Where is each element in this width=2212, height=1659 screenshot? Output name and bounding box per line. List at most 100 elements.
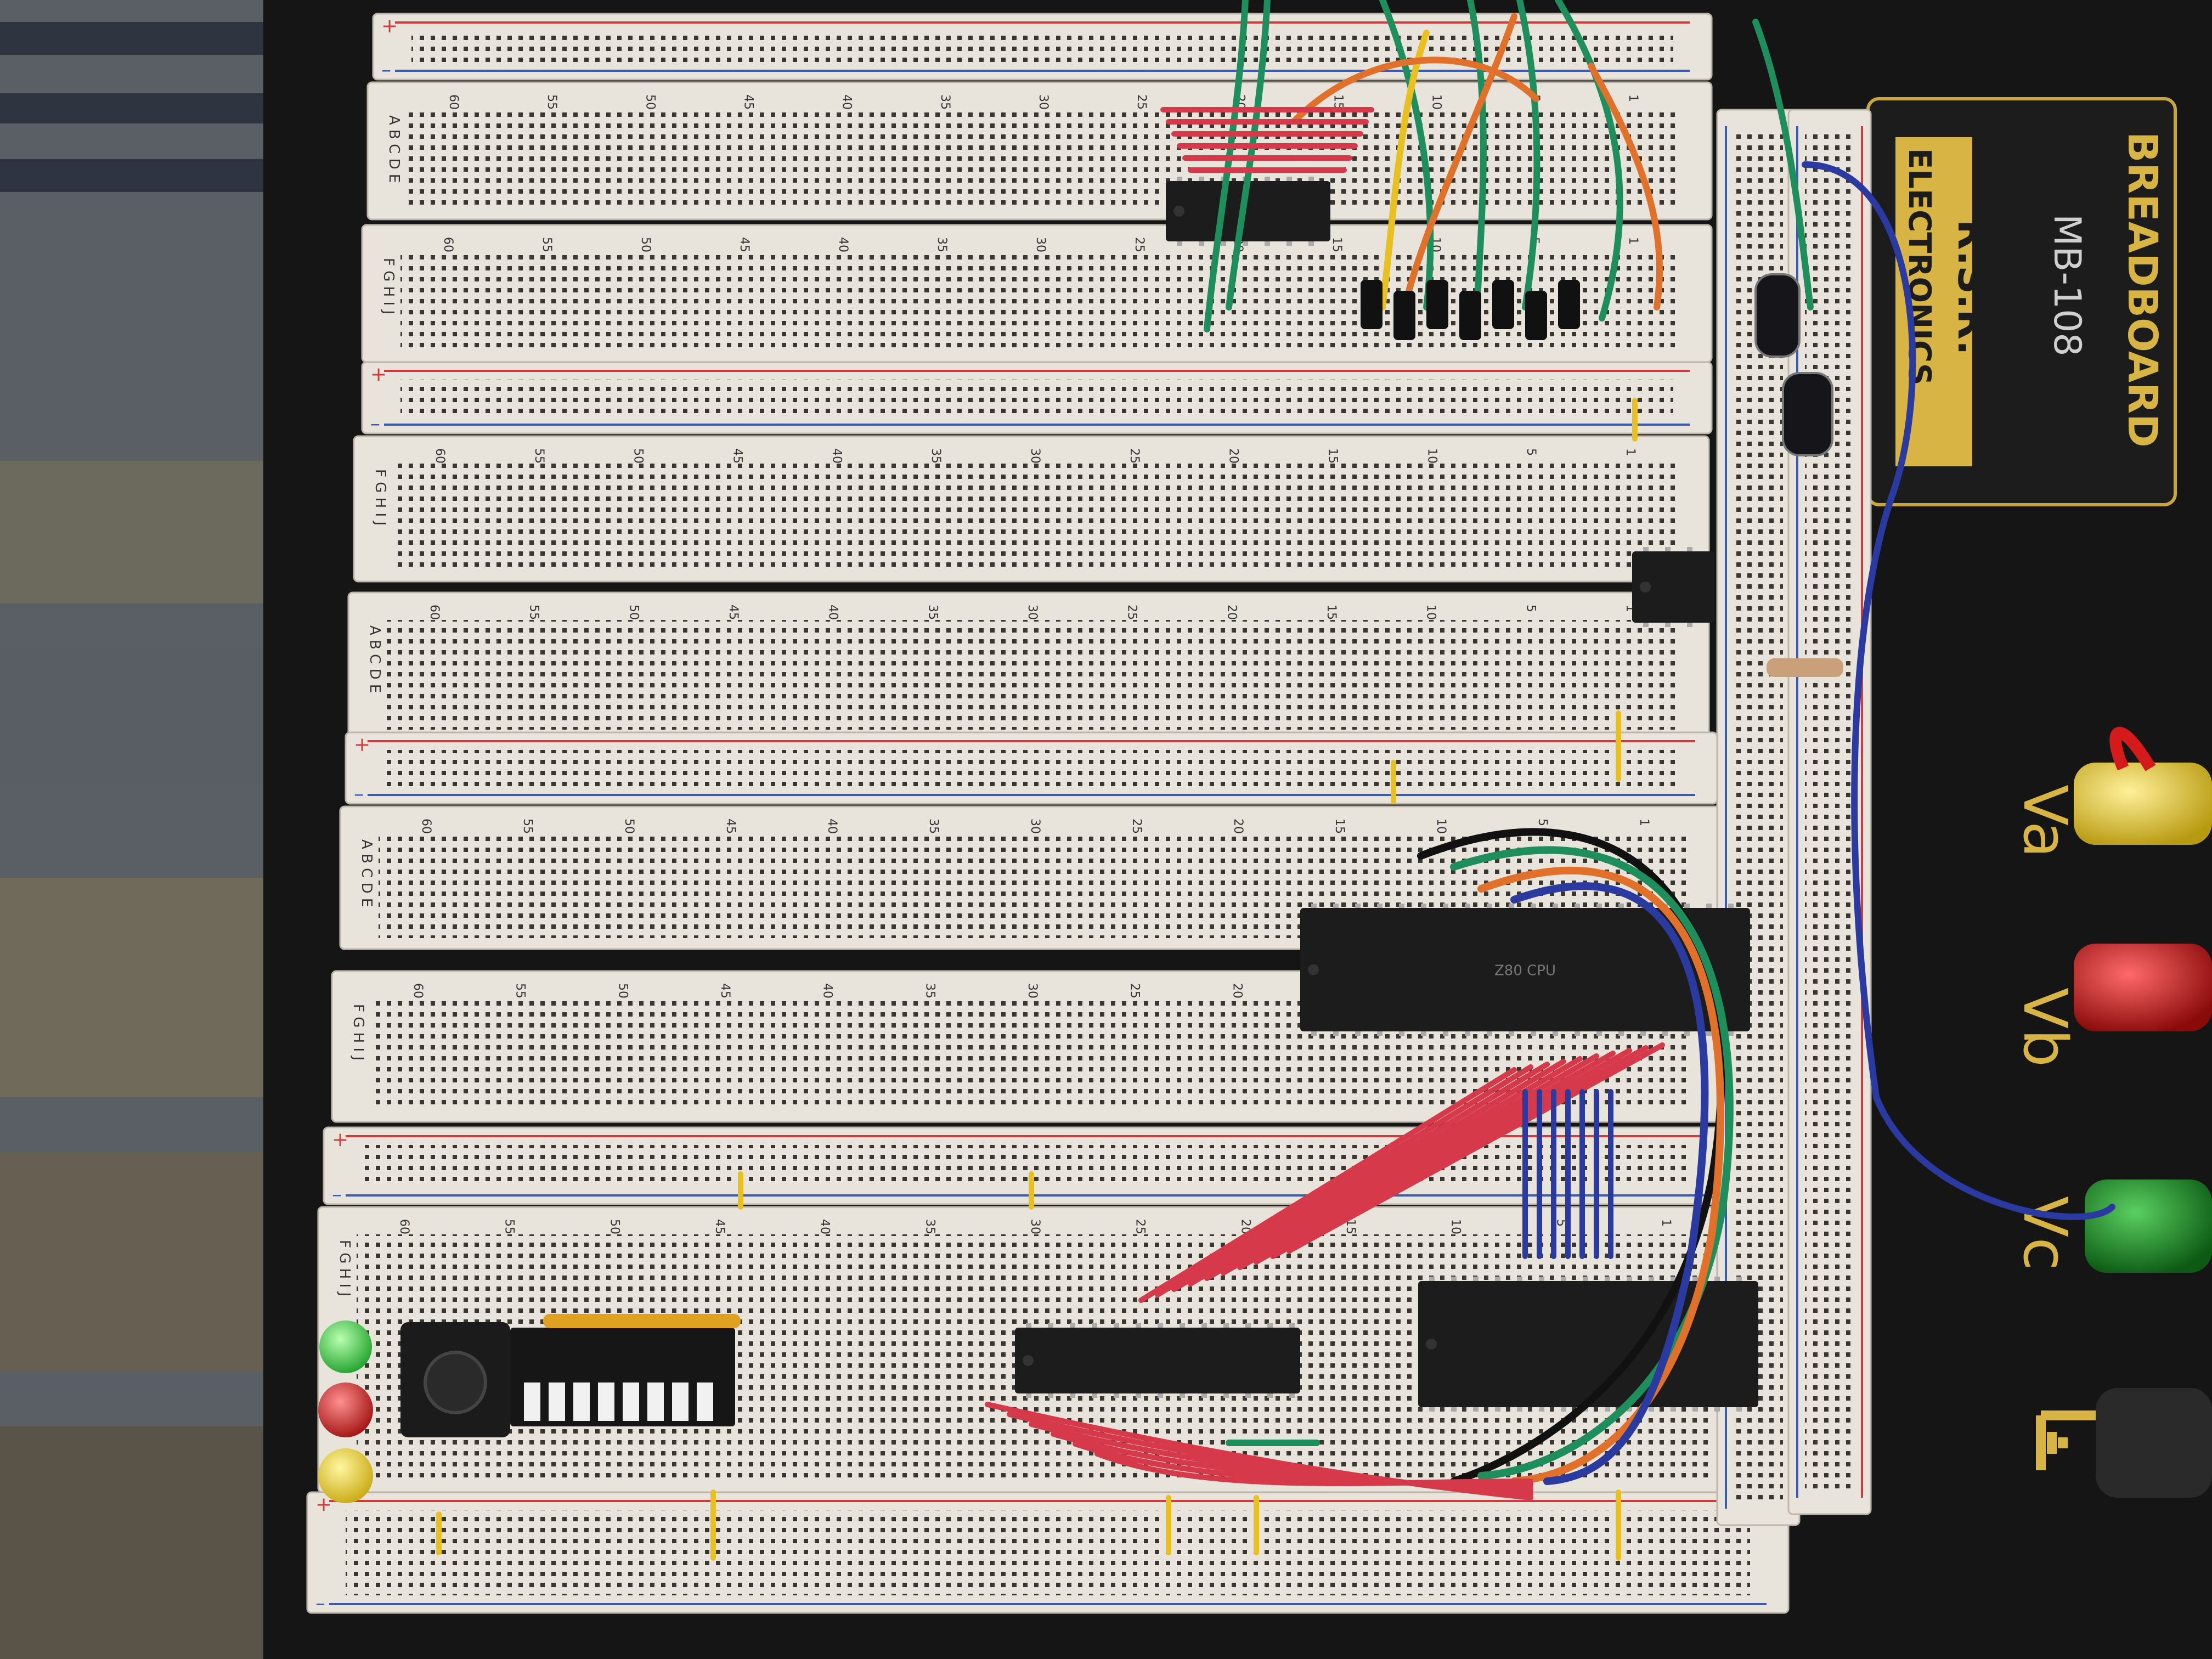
chip-pin — [1048, 1393, 1053, 1398]
jumper-wire — [1270, 1045, 1649, 1259]
column-number: 30 — [1028, 448, 1042, 464]
brand-title: BREADBOARD — [2119, 132, 2166, 448]
chip-pin — [1714, 1277, 1720, 1281]
chip-pin — [1333, 904, 1339, 908]
chip-top-logic — [1166, 177, 1330, 246]
chip-pin — [1026, 1393, 1031, 1398]
chip-pin — [1517, 1277, 1522, 1281]
column-number: 50 — [607, 1219, 621, 1234]
dip-switch-key[interactable] — [573, 1383, 590, 1421]
chip-pin — [1692, 1407, 1698, 1412]
column-number: 25 — [1125, 605, 1139, 620]
chip-pin — [1539, 1407, 1544, 1412]
yellow-led — [318, 1448, 373, 1503]
chip-pin — [1177, 177, 1182, 181]
column-number: 25 — [1133, 1219, 1147, 1234]
chip-pin — [1199, 241, 1204, 246]
dip-switch-key[interactable] — [647, 1383, 664, 1421]
column-number: 45 — [713, 1219, 726, 1234]
chip-pin — [1377, 1031, 1383, 1036]
chip-pin — [1355, 904, 1361, 908]
rail-minus-label: – — [354, 783, 364, 805]
rail-minus-label: – — [381, 59, 391, 81]
column-number: 25 — [1130, 819, 1143, 834]
jumper-wire — [1291, 57, 1539, 124]
chip-decoder — [1015, 1323, 1300, 1398]
dupont-connector — [1393, 291, 1415, 340]
terminal-vb-label: Vb — [2010, 988, 2080, 1067]
binding-post-vb[interactable] — [2074, 944, 2212, 1031]
chip-pin — [1687, 623, 1692, 627]
chip-pin — [1070, 1393, 1075, 1398]
dupont-connector — [1492, 280, 1514, 329]
column-number: 30 — [1028, 819, 1042, 834]
rail-holes — [411, 31, 1673, 62]
chip-pin — [1289, 1393, 1295, 1398]
chip-pin — [1092, 1393, 1097, 1398]
column-number: 45 — [726, 605, 740, 620]
vertical-power-rail — [1716, 109, 1801, 1526]
chip-pin — [1026, 1323, 1031, 1328]
terminal-va-label: Va — [2010, 785, 2080, 858]
power-rail-strip: +– — [306, 1491, 1790, 1615]
dip-switch-key[interactable] — [623, 1383, 639, 1421]
jumper-wire — [1379, 30, 1430, 311]
chip-pin — [1114, 1323, 1119, 1328]
dip-switch-key[interactable] — [697, 1383, 713, 1421]
chip-body — [1166, 181, 1330, 241]
leds-and-inputs — [318, 1314, 741, 1503]
dip-switch-key[interactable] — [672, 1383, 689, 1421]
column-number: 5 — [1536, 819, 1549, 826]
chip-pin — [1177, 241, 1182, 246]
dip-switch[interactable] — [510, 1314, 741, 1426]
binding-post-va[interactable] — [2074, 726, 2212, 845]
binding-post-ground[interactable] — [2096, 1388, 2212, 1498]
dip-switch-key[interactable] — [524, 1383, 540, 1421]
column-number: 50 — [631, 448, 645, 464]
chip-pin — [1451, 1277, 1457, 1281]
chip-pin — [1429, 1277, 1435, 1281]
column-number: 50 — [639, 237, 652, 252]
chip-pin — [1223, 1393, 1229, 1398]
rail-plus-label: + — [381, 15, 398, 37]
chip-pin — [1495, 1407, 1500, 1412]
column-number: 50 — [622, 819, 636, 834]
binding-post-vc[interactable] — [2085, 1180, 2212, 1273]
pushbutton[interactable] — [400, 1322, 510, 1437]
chip-pin — [1180, 1323, 1185, 1328]
chip-pin — [1687, 547, 1692, 551]
chip-pin — [1465, 1031, 1470, 1036]
chip-body — [1632, 551, 1714, 623]
chip-pin — [1443, 1031, 1448, 1036]
ground-symbol-icon — [2036, 1410, 2096, 1470]
chip-pin — [1728, 1031, 1734, 1036]
chip-pin — [1643, 623, 1649, 627]
electrolytic-capacitor — [1782, 372, 1833, 456]
dip-switch-key[interactable] — [549, 1383, 565, 1421]
jumper-wire — [1237, 1051, 1616, 1270]
jumper-wire — [1204, 1056, 1583, 1281]
jumper-wire — [1155, 1064, 1533, 1297]
chip-pin — [1575, 904, 1580, 908]
column-number: 35 — [938, 94, 952, 110]
rail-minus-label: – — [370, 413, 380, 435]
jumper-wire — [1138, 1067, 1517, 1303]
column-number: 40 — [836, 237, 850, 252]
chip-notch — [1173, 206, 1184, 217]
row-letters: F G H I J — [350, 1004, 366, 1060]
chip-memory — [1418, 1277, 1758, 1412]
chip-pin — [1355, 1031, 1361, 1036]
chip-pin — [1245, 1393, 1251, 1398]
column-number: 10 — [1434, 819, 1448, 834]
column-number: 55 — [527, 605, 541, 620]
power-rail-strip: +– — [345, 731, 1718, 805]
column-number: 1 — [1659, 1219, 1673, 1227]
chip-pin — [1136, 1393, 1141, 1398]
dupont-connector — [1361, 280, 1383, 329]
chip-op-amp — [1632, 547, 1714, 627]
column-number: 45 — [737, 237, 751, 252]
chip-pin — [1596, 904, 1602, 908]
dip-switch-key[interactable] — [598, 1383, 614, 1421]
jumper-wire — [1171, 1062, 1550, 1292]
